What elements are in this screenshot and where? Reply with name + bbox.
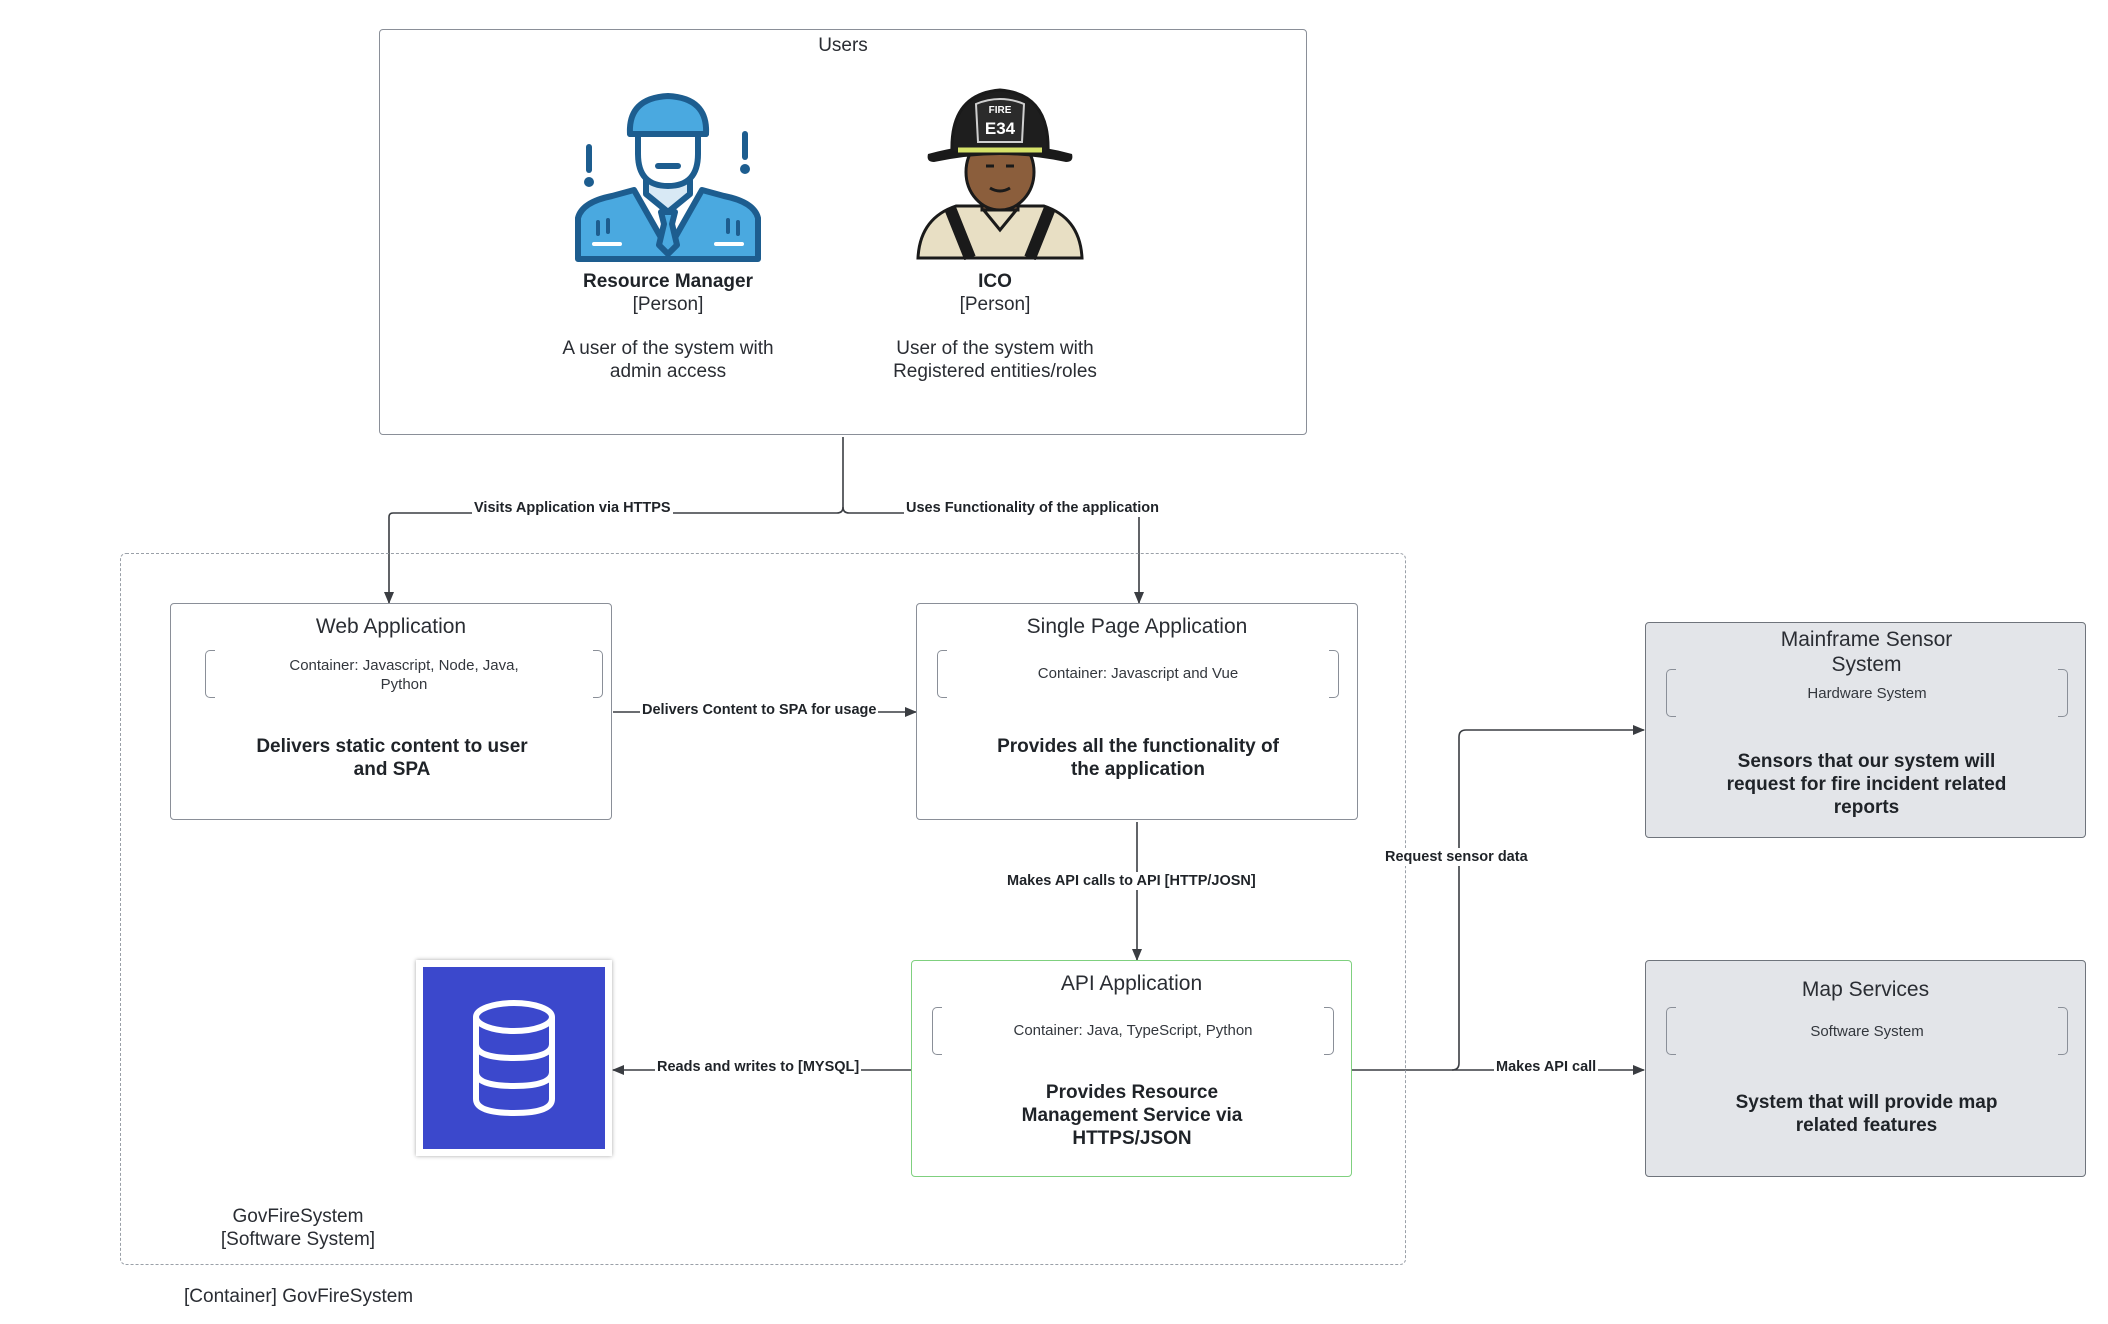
helmet-badge: E34 bbox=[985, 119, 1016, 138]
edge-request-sensor bbox=[1451, 725, 1645, 1071]
edge-label-uses: Uses Functionality of the application bbox=[904, 499, 1161, 517]
system-type: [Software System] bbox=[220, 1229, 376, 1250]
resource-manager-description: A user of the system with admin access bbox=[562, 338, 774, 382]
map-type: Software System bbox=[1810, 1023, 1924, 1040]
helmet-badge-top: FIRE bbox=[989, 105, 1012, 116]
edge-label-makes-api-call: Makes API call bbox=[1494, 1058, 1599, 1076]
map-description: System that will provide map related fea… bbox=[1735, 1092, 1998, 1136]
spa-container[interactable]: Single Page Application Container: Javas… bbox=[916, 603, 1358, 820]
map-type-frame: Software System bbox=[1666, 1007, 2068, 1055]
ico-name: ICO bbox=[978, 271, 1012, 292]
edge-uses bbox=[842, 506, 1144, 604]
resource-manager-name: Resource Manager bbox=[582, 271, 753, 292]
edge-label-request-sensor: Request sensor data bbox=[1383, 848, 1530, 866]
api-description: Provides Resource Management Service via… bbox=[1021, 1082, 1243, 1149]
ico-description: User of the system with Registered entit… bbox=[893, 338, 1097, 382]
web-application-tech-frame: Container: Javascript, Node, Java, Pytho… bbox=[205, 650, 603, 698]
database-icon bbox=[473, 1000, 555, 1117]
users-group: Users bbox=[379, 29, 1307, 435]
map-services-system[interactable]: Map Services Software System System that… bbox=[1645, 960, 2086, 1177]
api-title: API Application bbox=[1060, 972, 1203, 995]
resource-manager-type: [Person] bbox=[632, 294, 704, 315]
edge-label-api-calls: Makes API calls to API [HTTP/JOSN] bbox=[1005, 872, 1258, 890]
mainframe-description: Sensors that our system will request for… bbox=[1726, 751, 2007, 818]
spa-tech-frame: Container: Javascript and Vue bbox=[937, 650, 1339, 698]
web-application-title: Web Application bbox=[315, 615, 467, 638]
resource-manager-icon bbox=[575, 93, 761, 262]
mainframe-sensor-system[interactable]: Mainframe Sensor System Hardware System … bbox=[1645, 622, 2086, 838]
edge-label-reads-writes: Reads and writes to [MYSQL] bbox=[655, 1058, 862, 1076]
database-node[interactable] bbox=[416, 960, 612, 1156]
api-tech: Container: Java, TypeScript, Python bbox=[1013, 1022, 1253, 1039]
firefighter-icon: FIRE E34 bbox=[916, 88, 1084, 260]
api-tech-frame: Container: Java, TypeScript, Python bbox=[932, 1007, 1334, 1055]
api-container[interactable]: API Application Container: Java, TypeScr… bbox=[911, 960, 1352, 1177]
mainframe-type-frame: Hardware System bbox=[1666, 669, 2068, 717]
web-application-description: Delivers static content to user and SPA bbox=[256, 736, 528, 780]
spa-tech: Container: Javascript and Vue bbox=[1037, 665, 1239, 682]
edge-label-visits: Visits Application via HTTPS bbox=[472, 499, 673, 517]
spa-title: Single Page Application bbox=[1026, 615, 1248, 638]
map-title: Map Services bbox=[1801, 978, 1930, 1001]
boundary-caption: [Container] GovFireSystem bbox=[184, 1286, 414, 1307]
mainframe-type: Hardware System bbox=[1807, 685, 1927, 702]
spa-description: Provides all the functionality of the ap… bbox=[997, 736, 1279, 780]
mainframe-title: Mainframe Sensor System bbox=[1780, 628, 1953, 676]
ico-type: [Person] bbox=[959, 294, 1031, 315]
system-boundary bbox=[120, 553, 1406, 1265]
web-application-tech: Container: Javascript, Node, Java, Pytho… bbox=[289, 657, 519, 693]
edge-label-delivers: Delivers Content to SPA for usage bbox=[640, 701, 879, 719]
edge-visits bbox=[384, 506, 844, 604]
users-title: Users bbox=[818, 35, 868, 56]
system-name: GovFireSystem bbox=[232, 1206, 364, 1227]
web-application-container[interactable]: Web Application Container: Javascript, N… bbox=[170, 603, 612, 820]
